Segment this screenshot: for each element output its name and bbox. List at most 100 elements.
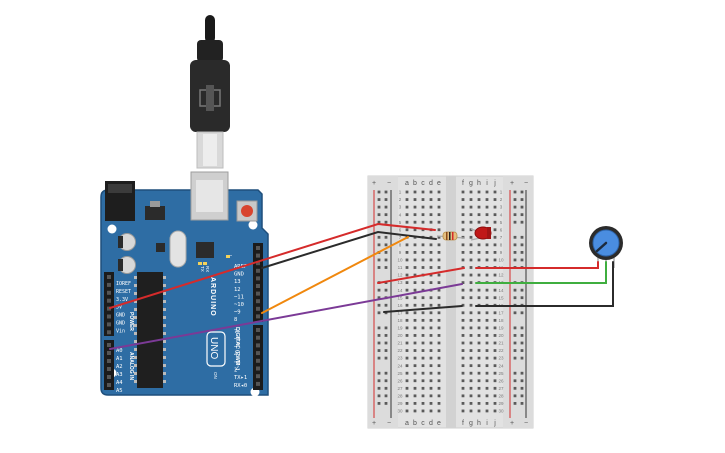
analog-header (104, 340, 114, 390)
pin-label: 7 (234, 329, 237, 335)
uno-label: UNO (208, 337, 219, 359)
breadboard-row-number: 3 (500, 205, 503, 210)
pin-label: TX▸1 (234, 375, 247, 381)
breadboard-column-label: b (413, 420, 417, 427)
breadboard-row-number: 12 (397, 273, 403, 278)
breadboard-row-number: 23 (498, 356, 504, 361)
breadboard-column-label: j (493, 420, 496, 427)
digital-header-top (253, 243, 263, 322)
breadboard-column-label: c (421, 420, 425, 427)
potentiometer-knob-indicator (595, 241, 608, 253)
reset-button[interactable] (236, 200, 258, 222)
breadboard-column-label: h (477, 420, 481, 427)
breadboard-row-number: 19 (498, 326, 504, 331)
pin-label: A4 (116, 380, 123, 386)
breadboard-row-number: 14 (498, 288, 504, 293)
breadboard-column-label: g (469, 180, 473, 187)
pin-label: 3.3V (116, 297, 128, 303)
breadboard-row-number: 26 (498, 378, 504, 383)
pin-label: A1 (116, 356, 123, 362)
breadboard-row-number: 27 (397, 386, 403, 391)
breadboard-row-number: 22 (498, 348, 504, 353)
breadboard-column-label: f (462, 420, 464, 427)
breadboard-row-number: 1 (399, 190, 402, 195)
pin-label: RX◂0 (234, 383, 247, 389)
breadboard-row-number: 25 (397, 371, 403, 376)
rx-led-label: RX (205, 266, 210, 272)
breadboard-column-label: a (405, 180, 409, 187)
breadboard-row-number: 10 (397, 258, 403, 263)
breadboard-row-number: 21 (397, 341, 403, 346)
potentiometer[interactable] (589, 226, 623, 268)
pin-label: ~10 (234, 302, 244, 308)
wire-5v (109, 222, 436, 309)
arduino-brand: ARDUINO (209, 277, 216, 317)
wires (109, 222, 614, 350)
breadboard-row-number: 5 (399, 220, 402, 225)
power-header (104, 272, 114, 336)
pin-label: A2 (116, 364, 123, 370)
breadboard-row-number: 25 (498, 371, 504, 376)
breadboard-row-number: 28 (397, 393, 403, 398)
pin-label: ~6 (234, 337, 241, 343)
breadboard-column-label: − (524, 180, 528, 187)
breadboard-row-number: 17 (498, 310, 504, 315)
breadboard-column-label: c (421, 180, 425, 187)
breadboard-row-number: 17 (397, 310, 403, 315)
wire-pot-green (475, 261, 607, 284)
breadboard-column-label: d (429, 420, 433, 427)
pin-label: 4 (234, 352, 238, 358)
breadboard-row-number: 5 (500, 220, 503, 225)
atmega-chip (134, 272, 166, 388)
pin-label: Vin (116, 328, 125, 334)
pin-label: A0 (116, 348, 123, 354)
resistor[interactable] (436, 231, 465, 241)
breadboard-row-number: 13 (397, 280, 403, 285)
breadboard-row-number: 18 (498, 318, 504, 323)
breadboard-column-label: f (462, 180, 464, 187)
breadboard-column-label: j (493, 180, 496, 187)
on-led-label: ON (213, 372, 218, 379)
wire-a0 (109, 283, 463, 350)
breadboard-column-label: i (486, 420, 488, 427)
pin-label: 13 (234, 279, 241, 285)
breadboard-row-number: 24 (397, 363, 403, 368)
breadboard-row-number: 6 (399, 227, 402, 232)
breadboard-row-number: 22 (397, 348, 403, 353)
breadboard-row-number: 11 (398, 265, 403, 270)
wire-gnd (261, 230, 437, 269)
breadboard-row-number: 20 (498, 333, 504, 338)
pin-label: A3 (116, 372, 123, 378)
breadboard-row-number: 19 (397, 326, 403, 331)
breadboard-row-number: 16 (397, 303, 403, 308)
breadboard-column-label: i (486, 180, 488, 187)
pin-label: 8 (234, 317, 237, 323)
tx-led-label: TX (200, 266, 205, 272)
breadboard-row-number: 9 (399, 250, 402, 255)
pin-label: 2 (234, 368, 237, 374)
breadboard-row-number: 10 (498, 258, 504, 263)
breadboard-column-label: e (437, 420, 441, 427)
breadboard-column-label: + (372, 420, 376, 427)
pin-label: IOREF (116, 281, 131, 287)
pin-label: GND (116, 313, 125, 319)
breadboard-row-number: 8 (500, 242, 503, 247)
l-led-label: L (228, 255, 233, 258)
wire-pin-9 (261, 236, 409, 314)
wire-pot-black (475, 261, 614, 307)
pin-label: ~3 (234, 360, 241, 366)
breadboard-row-number: 1 (500, 190, 503, 195)
uno-logo: UNO (206, 331, 226, 367)
red-led[interactable] (470, 226, 492, 241)
breadboard-row-number: 7 (500, 235, 503, 240)
breadboard-row-number: 23 (397, 356, 403, 361)
breadboard-row-number: 20 (397, 333, 403, 338)
breadboard-row-number: 12 (498, 273, 504, 278)
breadboard-row-number: 29 (397, 401, 403, 406)
breadboard-row-number: 3 (399, 205, 402, 210)
breadboard-column-label: − (524, 420, 528, 427)
pin-label: GND (116, 321, 125, 327)
power-title: POWER (128, 312, 134, 331)
